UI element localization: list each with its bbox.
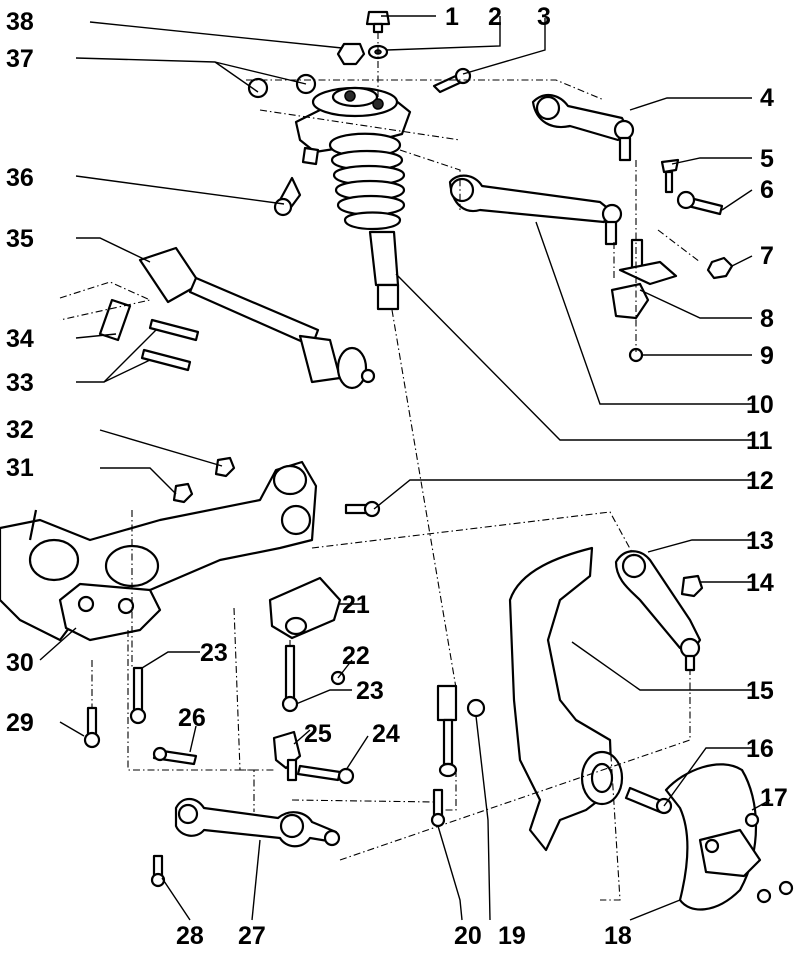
callout-29: 29 [6, 709, 34, 737]
wheel-bearing-housing [508, 546, 673, 852]
callout-17: 17 [760, 784, 788, 812]
top-bolt-stack [336, 10, 391, 66]
callout-34: 34 [6, 325, 34, 353]
callout-16: 16 [746, 735, 774, 763]
coil-spring [328, 132, 406, 230]
callout-4: 4 [760, 84, 774, 112]
leader-lines [39, 15, 771, 921]
callout-3: 3 [537, 3, 551, 31]
callout-31: 31 [6, 454, 34, 482]
callout-8: 8 [760, 305, 774, 333]
stabilizer-link [152, 730, 355, 785]
callout-21: 21 [342, 591, 370, 619]
callout-20: 20 [454, 922, 482, 950]
subframe-nuts [172, 456, 381, 518]
callout-7: 7 [760, 242, 774, 270]
callout-12: 12 [746, 467, 774, 495]
upper-small-hardware [610, 158, 734, 363]
upper-arm-front [531, 93, 635, 162]
callout-33: 33 [6, 369, 34, 397]
guide-arm [614, 550, 704, 672]
strut-top-mount [294, 86, 412, 154]
shock-absorber [368, 230, 400, 311]
callout-11: 11 [746, 427, 773, 455]
callout-26: 26 [178, 704, 206, 732]
callout-25: 25 [304, 720, 332, 748]
callout-32: 32 [6, 416, 34, 444]
callout-14: 14 [746, 569, 774, 597]
callout-5: 5 [760, 145, 774, 173]
callout-18: 18 [604, 922, 632, 950]
lower-control-arm [150, 797, 341, 888]
callout-28: 28 [176, 922, 204, 950]
splash-shield [664, 763, 794, 911]
callout-labels: 1 2 3 4 5 6 7 8 9 10 11 12 13 14 15 16 1… [6, 3, 788, 950]
tie-rod-end [430, 684, 486, 828]
callout-30: 30 [6, 649, 34, 677]
callout-6: 6 [760, 176, 774, 204]
lower-bolts [83, 666, 147, 749]
assembly-lines [59, 32, 701, 901]
drive-shaft [98, 246, 376, 390]
callout-19: 19 [498, 922, 526, 950]
callout-13: 13 [746, 527, 774, 555]
callout-27: 27 [238, 922, 266, 950]
parts-layer [0, 10, 794, 911]
callout-9: 9 [760, 342, 774, 370]
callout-35: 35 [6, 225, 34, 253]
callout-23-lower: 23 [356, 677, 384, 705]
strut-bolts [247, 67, 472, 217]
callout-37: 37 [6, 45, 34, 73]
callout-23-upper: 23 [200, 639, 228, 667]
callout-36: 36 [6, 164, 34, 192]
subframe [0, 460, 318, 642]
callout-15: 15 [746, 677, 774, 705]
mounting-plate [268, 576, 346, 713]
callout-38: 38 [6, 8, 34, 36]
upper-arm-rear [448, 174, 623, 246]
callout-10: 10 [746, 391, 774, 419]
callout-24: 24 [372, 720, 400, 748]
callout-1: 1 [445, 3, 459, 31]
callout-2: 2 [488, 3, 502, 31]
callout-22: 22 [342, 642, 370, 670]
